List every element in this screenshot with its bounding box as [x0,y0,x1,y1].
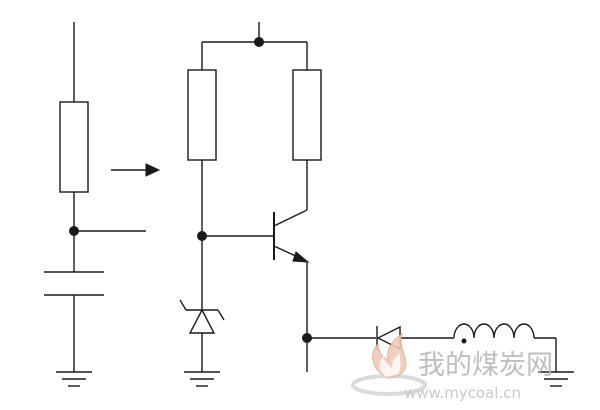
inductor-coil-icon [453,323,535,344]
right-circuit [179,22,574,387]
zener-diode-icon [179,299,225,334]
watermark: 我的煤炭网 www.mycoal.cn [351,332,553,402]
zener-ground-icon [184,371,220,387]
base-resistor [187,69,217,161]
left-resistor [59,101,89,193]
transform-arrow-icon [111,163,161,177]
left-junction [69,226,79,236]
left-ground-icon [56,371,92,387]
flame-logo-icon [351,332,427,396]
coil-ground-icon [538,371,574,387]
collector-resistor [292,69,322,161]
top-junction [254,37,264,47]
npn-transistor-icon [202,209,310,263]
watermark-title: 我的煤炭网 [418,350,553,381]
watermark-url: www.mycoal.cn [404,384,521,402]
left-circuit [44,22,146,387]
